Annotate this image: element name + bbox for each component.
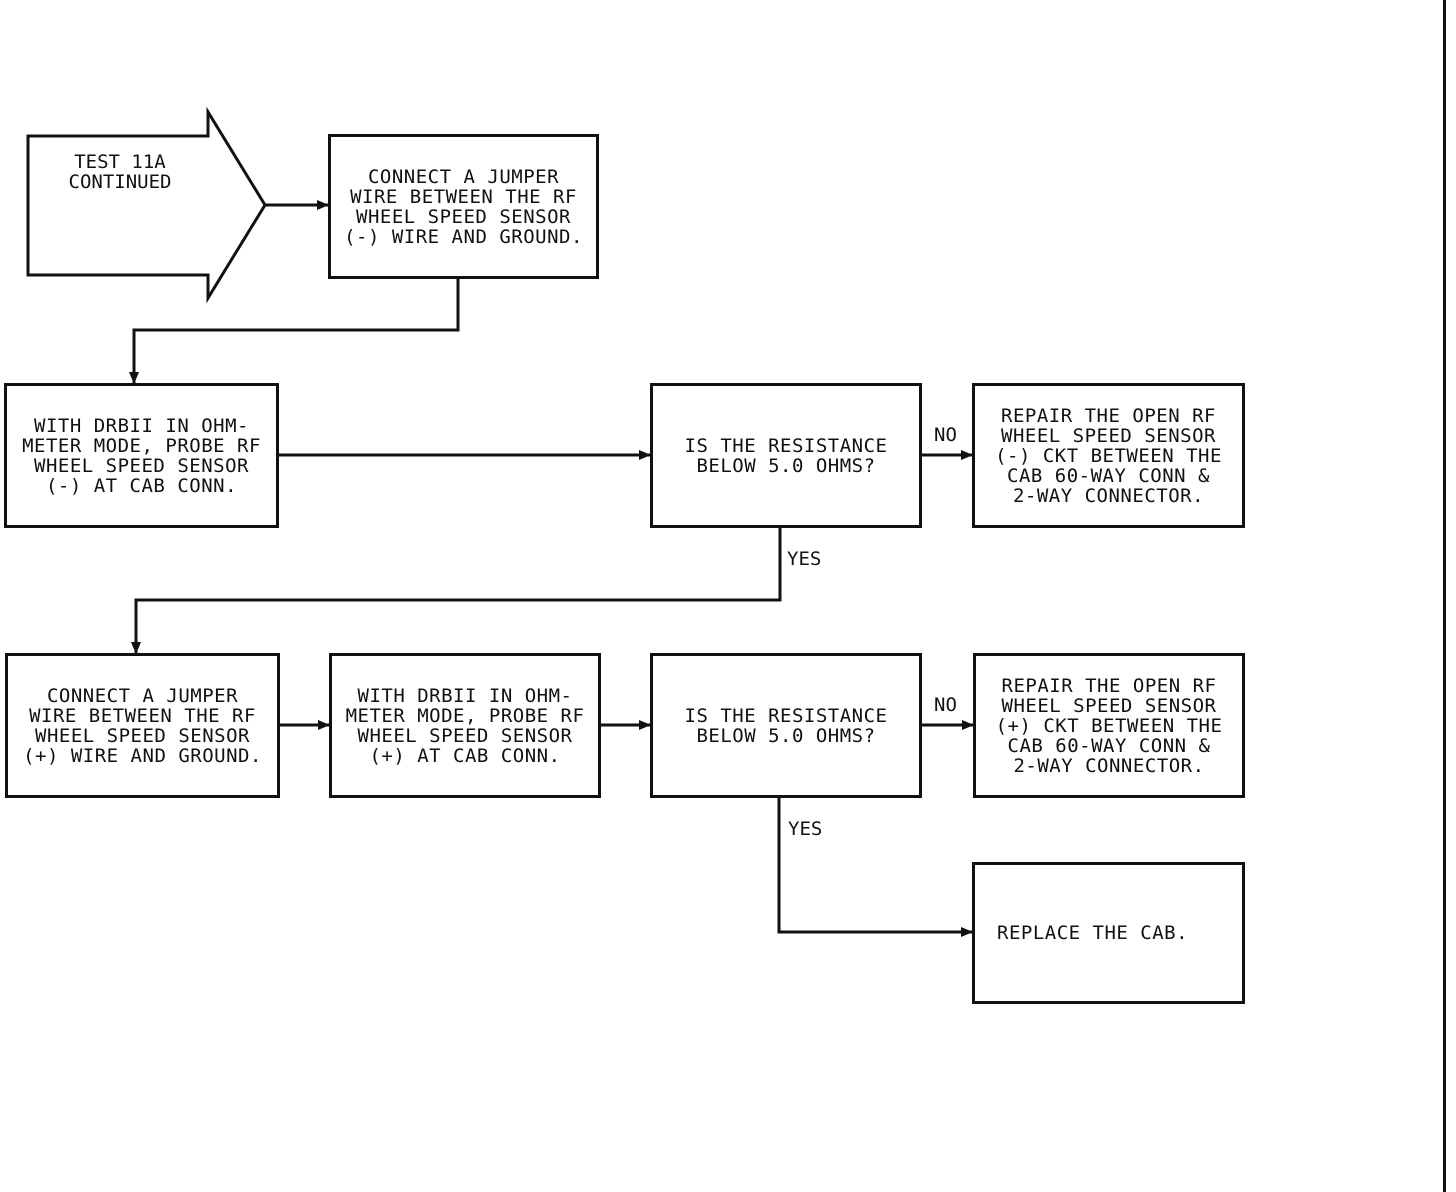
page-right-border [1443, 0, 1446, 1192]
entry-arrow-shape [26, 106, 267, 304]
decision-resistance-2-text: IS THE RESISTANCE BELOW 5.0 OHMS? [684, 704, 888, 747]
connector-question-1-yes [131, 527, 782, 654]
entry-label: TEST 11A CONTINUED [68, 151, 172, 193]
decision-resistance-1-text: IS THE RESISTANCE BELOW 5.0 OHMS? [684, 434, 888, 477]
label-yes-2: YES [788, 818, 823, 840]
step-replace-cab: REPLACE THE CAB. [972, 862, 1245, 1004]
step-replace-cab-text: REPLACE THE CAB. [997, 922, 1189, 944]
step-connect-jumper-neg-text: CONNECT A JUMPER WIRE BETWEEN THE RF WHE… [344, 165, 583, 248]
decision-resistance-2: IS THE RESISTANCE BELOW 5.0 OHMS? [650, 653, 922, 798]
decision-resistance-1: IS THE RESISTANCE BELOW 5.0 OHMS? [650, 383, 922, 528]
step-repair-pos-text: REPAIR THE OPEN RF WHEEL SPEED SENSOR (+… [995, 674, 1223, 777]
label-yes-1: YES [787, 548, 822, 570]
step-repair-neg: REPAIR THE OPEN RF WHEEL SPEED SENSOR (-… [972, 383, 1245, 528]
step-probe-neg: WITH DRBII IN OHM- METER MODE, PROBE RF … [4, 383, 279, 528]
step-probe-pos-text: WITH DRBII IN OHM- METER MODE, PROBE RF … [345, 684, 585, 767]
step-probe-neg-text: WITH DRBII IN OHM- METER MODE, PROBE RF … [22, 414, 261, 497]
connector-question-2-yes [777, 797, 973, 937]
step-repair-pos: REPAIR THE OPEN RF WHEEL SPEED SENSOR (+… [973, 653, 1245, 798]
step-connect-jumper-neg: CONNECT A JUMPER WIRE BETWEEN THE RF WHE… [328, 134, 599, 279]
label-no-1: NO [934, 424, 957, 446]
connector-connect-neg-to-probe-neg [129, 278, 460, 384]
step-connect-jumper-pos-text: CONNECT A JUMPER WIRE BETWEEN THE RF WHE… [23, 684, 262, 767]
label-no-2: NO [934, 694, 957, 716]
step-repair-neg-text: REPAIR THE OPEN RF WHEEL SPEED SENSOR (-… [995, 404, 1222, 507]
step-probe-pos: WITH DRBII IN OHM- METER MODE, PROBE RF … [329, 653, 601, 798]
step-connect-jumper-pos: CONNECT A JUMPER WIRE BETWEEN THE RF WHE… [5, 653, 280, 798]
